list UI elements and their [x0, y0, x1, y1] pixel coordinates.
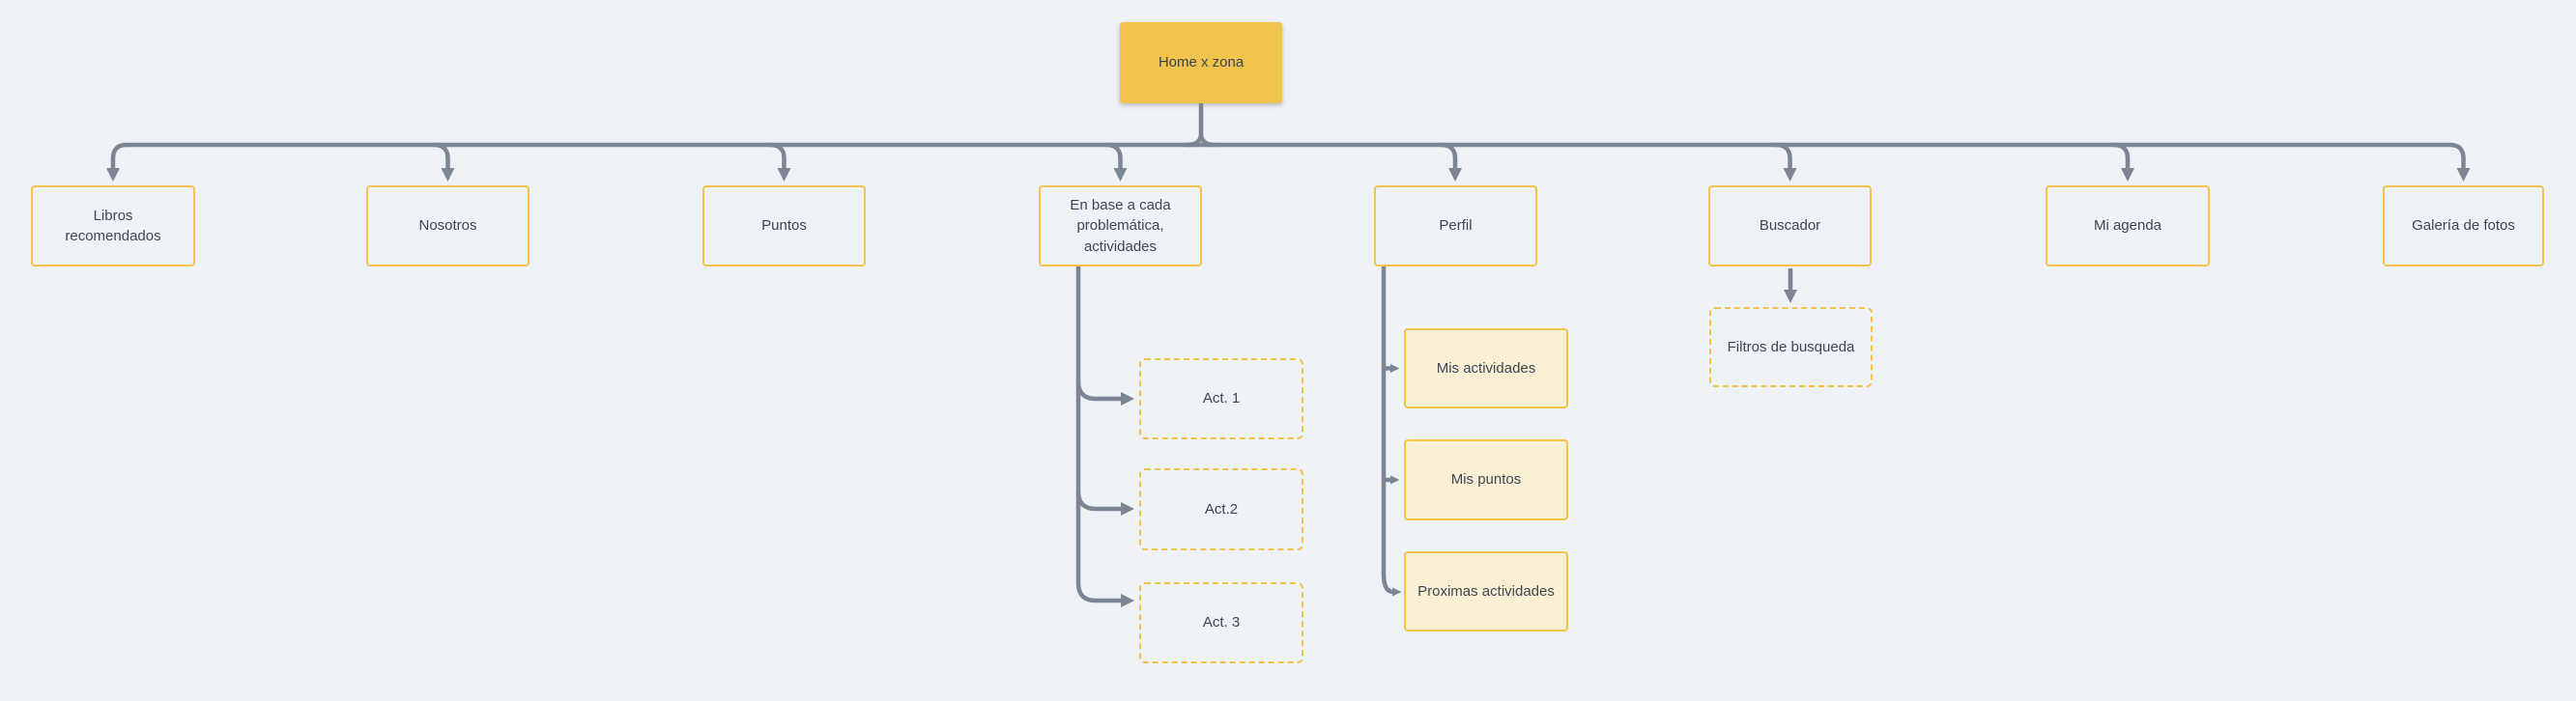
- node-galeria-de-fotos[interactable]: Galería de fotos: [2383, 185, 2544, 266]
- edge-root-buscador: [1775, 142, 1797, 182]
- node-act-2[interactable]: Act.2: [1139, 468, 1303, 550]
- edge-perfil-proximas: [1381, 573, 1402, 597]
- edge-root-puntos: [769, 142, 791, 182]
- root-stem: [1187, 102, 1216, 148]
- node-puntos[interactable]: Puntos: [702, 185, 866, 266]
- edge-enbase-act2: [1075, 491, 1134, 516]
- node-mis-puntos[interactable]: Mis puntos: [1404, 439, 1568, 520]
- node-mis-actividades[interactable]: Mis actividades: [1404, 328, 1568, 408]
- edge-root-perfil: [1440, 142, 1462, 182]
- node-act-3[interactable]: Act. 3: [1139, 582, 1303, 663]
- node-buscador[interactable]: Buscador: [1708, 185, 1872, 266]
- node-mi-agenda[interactable]: Mi agenda: [2046, 185, 2210, 266]
- edge-enbase-act3: [1075, 582, 1134, 607]
- node-act-1[interactable]: Act. 1: [1139, 358, 1303, 439]
- node-home-x-zona[interactable]: Home x zona: [1120, 22, 1282, 103]
- edge-root-libros: [106, 142, 128, 182]
- node-proximas-actividades[interactable]: Proximas actividades: [1404, 551, 1568, 631]
- node-en-base-actividades[interactable]: En base a cada problemática, actividades: [1039, 185, 1202, 266]
- node-filtros-de-busqueda[interactable]: Filtros de busqueda: [1709, 307, 1873, 387]
- node-perfil[interactable]: Perfil: [1374, 185, 1537, 266]
- edge-root-nosotros: [433, 142, 455, 182]
- node-libros-recomendados[interactable]: Libros recomendados: [31, 185, 195, 266]
- node-nosotros[interactable]: Nosotros: [366, 185, 530, 266]
- edge-root-enbase: [1105, 142, 1128, 182]
- edge-enbase-act1: [1075, 380, 1134, 406]
- edge-root-galeria: [2449, 142, 2471, 182]
- edge-root-miagenda: [2112, 142, 2134, 182]
